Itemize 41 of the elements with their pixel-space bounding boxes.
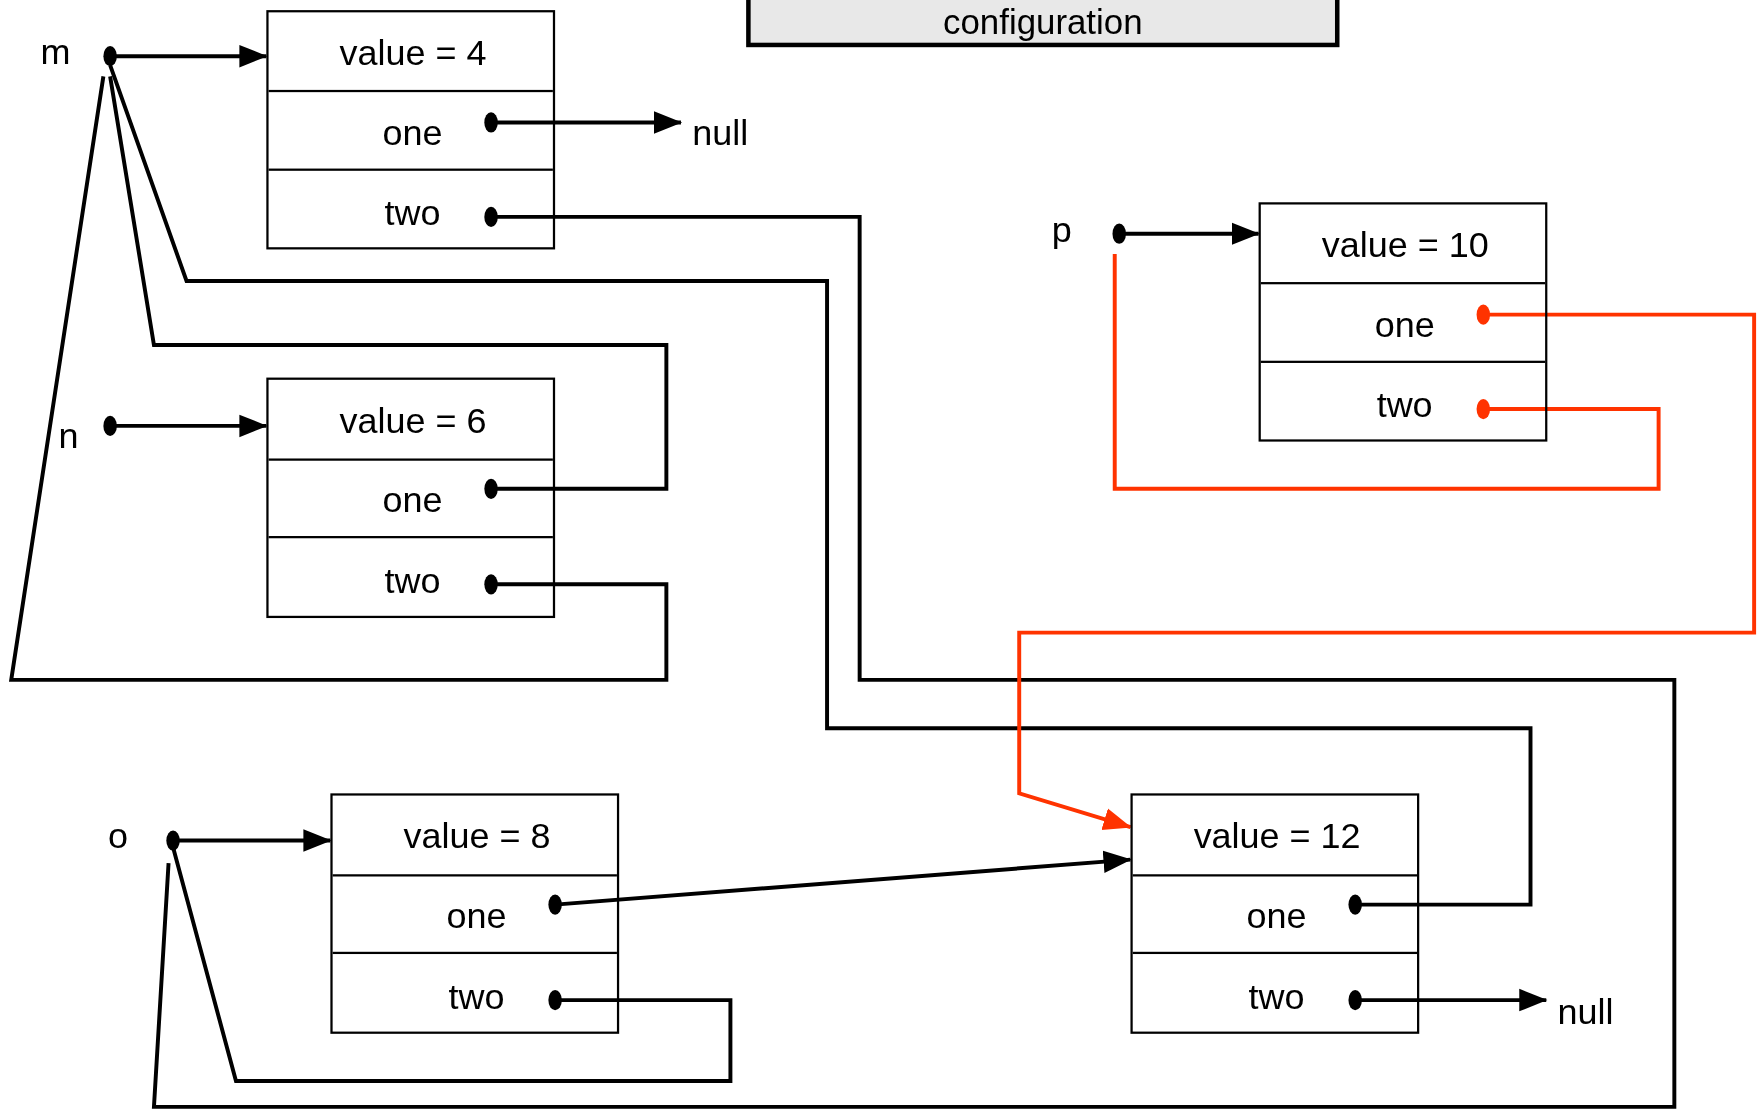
field-label: value = 4 [302, 25, 524, 80]
connector-line [1112, 253, 1661, 491]
object-box [266, 10, 556, 250]
variable-name: m [40, 33, 111, 77]
field-label: two [1326, 377, 1484, 432]
arrow [1112, 222, 1260, 245]
object-box [1130, 793, 1420, 1034]
field-label: two [333, 185, 492, 240]
field-label: value = 12 [1155, 809, 1400, 863]
field-label: one [1197, 888, 1356, 943]
connector-line [8, 76, 669, 682]
null-label: null [1546, 988, 1625, 1034]
title-box: configuration [746, 0, 1340, 48]
object-box [330, 793, 620, 1034]
connector-line [108, 64, 1533, 915]
connector-line [151, 206, 1677, 1109]
field-label: two [1197, 969, 1356, 1024]
arrow [103, 414, 268, 438]
variable-name: n [58, 406, 111, 454]
variable-name: p [1051, 211, 1120, 254]
null-label: null [680, 110, 760, 156]
arrow [484, 111, 683, 134]
arrow [1348, 988, 1548, 1012]
variable-name: o [107, 818, 174, 863]
field-label: value = 10 [1283, 218, 1528, 272]
arrow [103, 44, 268, 68]
field-label: two [397, 969, 556, 1024]
connector-line [108, 76, 669, 499]
field-label: one [333, 473, 492, 527]
field-label: one [1326, 297, 1484, 352]
field-label: value = 6 [302, 393, 524, 448]
field-label: one [397, 888, 556, 943]
arrow [548, 850, 1132, 915]
object-box [266, 377, 556, 619]
field-label: value = 8 [366, 809, 588, 863]
object-box [1258, 202, 1548, 442]
arrow [1017, 304, 1757, 830]
field-label: one [333, 105, 492, 160]
field-label: two [333, 554, 492, 608]
arrow [166, 829, 332, 852]
connector-line [171, 846, 733, 1083]
